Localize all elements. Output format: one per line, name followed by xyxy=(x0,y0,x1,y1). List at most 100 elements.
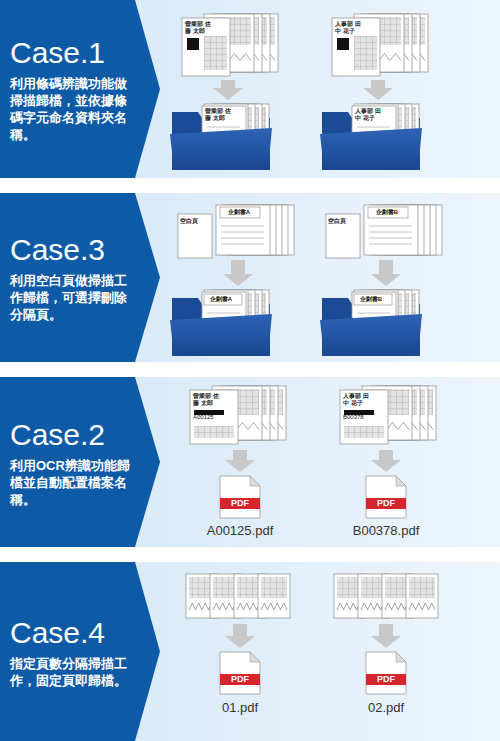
case-number: Case.1 xyxy=(10,35,150,71)
page-table xyxy=(344,426,384,438)
paper-page xyxy=(182,18,230,76)
file-name: B00378.pdf xyxy=(331,523,441,539)
chevron-shape xyxy=(0,562,160,741)
doc-title: 企劃書B xyxy=(353,296,389,303)
case-band xyxy=(0,0,500,178)
page-line xyxy=(369,244,412,245)
doc-header: 人事部 田中 花子 xyxy=(343,393,370,407)
paper-page xyxy=(178,214,212,258)
ocr-id: B00378 xyxy=(343,414,379,421)
case-description: 利用空白頁做掃描工作歸檔，可選擇刪除分隔頁。 xyxy=(10,272,130,323)
flow-arrow xyxy=(223,260,253,286)
doc-title: 企劃書B xyxy=(366,209,408,216)
chevron-fill xyxy=(0,0,160,178)
paper-page xyxy=(332,18,380,76)
file-name: A00125.pdf xyxy=(185,523,295,539)
paper-page xyxy=(406,574,438,618)
paper-page xyxy=(364,205,418,255)
page-line xyxy=(369,238,412,239)
divider-page-label: 空白頁 xyxy=(328,218,358,225)
file-name: 02.pdf xyxy=(331,700,441,716)
doc-title: 企劃書A xyxy=(218,209,260,216)
flow-arrow xyxy=(371,624,401,648)
folder-front xyxy=(170,128,272,170)
case-text-column: Case.2 利用OCR辨識功能歸檔並自動配置檔案名稱。 xyxy=(0,377,160,547)
paper-page xyxy=(258,574,290,618)
case-text-column: Case.1 利用條碼辨識功能做掃描歸檔，並依據條碼字元命名資料夾名稱。 xyxy=(0,0,160,178)
pdf-file xyxy=(220,476,260,518)
case-description: 利用條碼辨識功能做掃描歸檔，並依據條碼字元命名資料夾名稱。 xyxy=(10,75,130,143)
flow-arrow xyxy=(371,260,401,286)
flow-arrow xyxy=(225,450,255,472)
case-description: 利用OCR辨識功能歸檔並自動配置檔案名稱。 xyxy=(10,457,130,508)
doc-header-box xyxy=(354,294,392,305)
page-line xyxy=(369,232,412,233)
chevron-fill xyxy=(0,193,160,362)
page-line xyxy=(221,238,264,239)
page-line xyxy=(221,226,264,227)
page-line xyxy=(207,127,240,128)
flow-arrow xyxy=(371,450,401,472)
flow-arrow xyxy=(363,80,393,100)
doc-header-box xyxy=(204,294,242,305)
pdf-file xyxy=(366,652,406,694)
page-line xyxy=(221,244,264,245)
doc-header: 人事部 田中 花子 xyxy=(355,108,382,122)
doc-title: 企劃書A xyxy=(203,296,239,303)
case-number: Case.3 xyxy=(10,232,150,268)
page-table xyxy=(204,36,227,70)
pdf-band xyxy=(366,674,406,685)
pdf-file xyxy=(366,476,406,518)
paper-page xyxy=(216,205,270,255)
pdf-fold xyxy=(396,476,406,486)
page-line xyxy=(369,226,412,227)
pdf-fold xyxy=(250,476,260,486)
paper-page xyxy=(326,214,360,258)
pdf-badge: PDF xyxy=(366,498,406,509)
chevron-fill xyxy=(0,377,160,547)
page-chart xyxy=(261,603,287,610)
pdf-band xyxy=(220,498,260,509)
flow-arrow xyxy=(225,624,255,648)
doc-header: 人事部 田中 花子 xyxy=(335,21,362,35)
case-number: Case.2 xyxy=(10,417,150,453)
pdf-badge: PDF xyxy=(220,674,260,685)
pdf-fold xyxy=(250,652,260,662)
case-chevron: Case.2 利用OCR辨識功能歸檔並自動配置檔案名稱。 xyxy=(0,377,160,547)
folder-front xyxy=(320,314,422,356)
doc-header: 營業部 佐藤 太郎 xyxy=(185,21,212,35)
divider-page-label: 空白頁 xyxy=(180,218,210,225)
ocr-id: A00125 xyxy=(193,414,229,421)
doc-header: 營業部 佐藤 太郎 xyxy=(205,108,232,122)
folder-front xyxy=(170,314,272,356)
case-band xyxy=(0,562,500,741)
page-table xyxy=(261,577,287,598)
case-chevron: Case.4 指定頁數分隔掃描工作，固定頁即歸檔。 xyxy=(0,562,160,741)
case-chevron: Case.1 利用條碼辨識功能做掃描歸檔，並依據條碼字元命名資料夾名稱。 xyxy=(0,0,160,178)
file-name: 01.pdf xyxy=(185,700,295,716)
pdf-file xyxy=(220,652,260,694)
paper-page xyxy=(190,390,238,444)
page-table xyxy=(354,36,377,70)
case-chevron: Case.3 利用空白頁做掃描工作歸檔，可選擇刪除分隔頁。 xyxy=(0,193,160,362)
chevron-fill xyxy=(0,562,160,741)
page-line xyxy=(357,127,390,128)
barcode-mark xyxy=(187,38,199,50)
pdf-badge: PDF xyxy=(366,674,406,685)
page-line xyxy=(207,313,240,314)
folder-front xyxy=(320,128,422,170)
case-band xyxy=(0,193,500,362)
case-description: 指定頁數分隔掃描工作，固定頁即歸檔。 xyxy=(10,655,130,689)
flow-arrow xyxy=(213,80,243,100)
doc-header: 營業部 佐藤 太郎 xyxy=(193,393,220,407)
case-number: Case.4 xyxy=(10,615,150,651)
page-line xyxy=(357,313,390,314)
barcode-mark xyxy=(337,38,349,50)
case-band xyxy=(0,377,500,547)
pdf-band xyxy=(366,498,406,509)
case-text-column: Case.4 指定頁數分隔掃描工作，固定頁即歸檔。 xyxy=(0,562,160,741)
paper-page xyxy=(340,390,388,444)
pdf-band xyxy=(220,674,260,685)
case-text-column: Case.3 利用空白頁做掃描工作歸檔，可選擇刪除分隔頁。 xyxy=(0,193,160,362)
